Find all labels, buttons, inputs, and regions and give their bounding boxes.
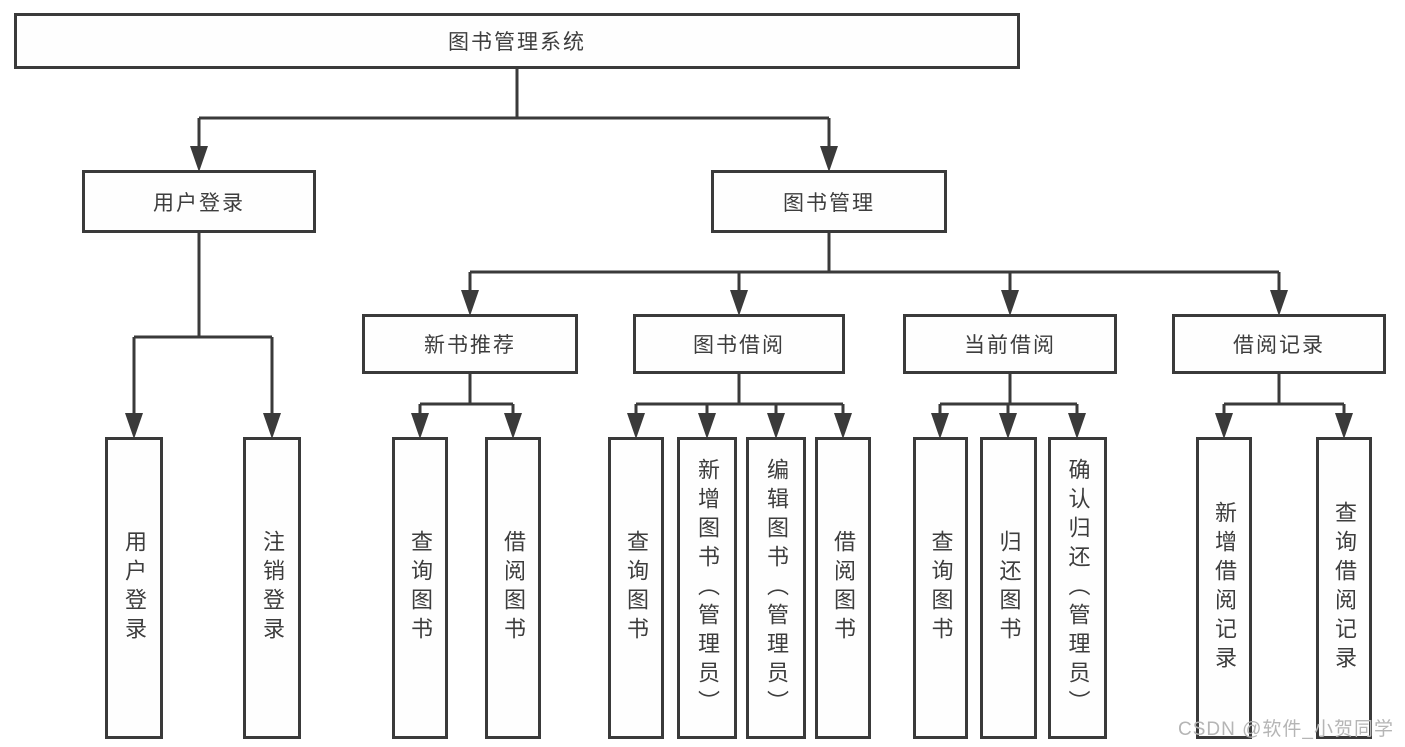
leaf-borrow-books-recommend-label: 借阅图书 <box>501 530 526 646</box>
node-book-management: 图书管理 <box>711 170 947 233</box>
leaf-borrow-books-borrowing-label: 借阅图书 <box>831 530 856 646</box>
leaf-return-books-label: 归还图书 <box>996 530 1022 646</box>
leaf-query-borrow-record-label: 查询借阅记录 <box>1332 501 1357 675</box>
leaf-add-borrow-record: 新增借阅记录 <box>1196 437 1252 739</box>
leaf-logout: 注销登录 <box>243 437 301 739</box>
leaf-return-books: 归还图书 <box>980 437 1037 739</box>
node-current-borrowing: 当前借阅 <box>903 314 1117 374</box>
leaf-add-books-admin: 新增图书（管理员） <box>677 437 737 739</box>
leaf-query-books-borrowing-label: 查询图书 <box>624 530 649 646</box>
leaf-borrow-books-borrowing: 借阅图书 <box>815 437 871 739</box>
watermark: CSDN @软件_小贺同学 <box>1178 719 1394 740</box>
node-user-login: 用户登录 <box>82 170 316 233</box>
leaf-user-login-label: 用户登录 <box>122 530 147 646</box>
leaf-confirm-return-admin: 确认归还（管理员） <box>1048 437 1107 739</box>
leaf-query-borrow-record: 查询借阅记录 <box>1316 437 1372 739</box>
connector-lines <box>132 69 1346 417</box>
leaf-query-books-recommend-label: 查询图书 <box>408 530 433 646</box>
leaf-query-books-recommend: 查询图书 <box>392 437 448 739</box>
leaf-query-books-current: 查询图书 <box>913 437 968 739</box>
leaf-user-login: 用户登录 <box>105 437 163 739</box>
node-root-system: 图书管理系统 <box>14 13 1020 69</box>
leaf-query-books-borrowing: 查询图书 <box>608 437 664 739</box>
leaf-add-books-admin-label: 新增图书（管理员） <box>695 457 720 719</box>
leaf-confirm-return-admin-label: 确认归还（管理员） <box>1065 457 1091 719</box>
arrowheads <box>125 146 1353 439</box>
leaf-borrow-books-recommend: 借阅图书 <box>485 437 541 739</box>
node-book-borrowing: 图书借阅 <box>633 314 845 374</box>
node-new-book-recommendation: 新书推荐 <box>362 314 578 374</box>
leaf-edit-books-admin-label: 编辑图书（管理员） <box>764 457 789 719</box>
leaf-logout-label: 注销登录 <box>260 530 285 646</box>
leaf-add-borrow-record-label: 新增借阅记录 <box>1212 501 1237 675</box>
node-borrowing-records: 借阅记录 <box>1172 314 1386 374</box>
leaf-query-books-current-label: 查询图书 <box>928 530 954 646</box>
leaf-edit-books-admin: 编辑图书（管理员） <box>746 437 806 739</box>
